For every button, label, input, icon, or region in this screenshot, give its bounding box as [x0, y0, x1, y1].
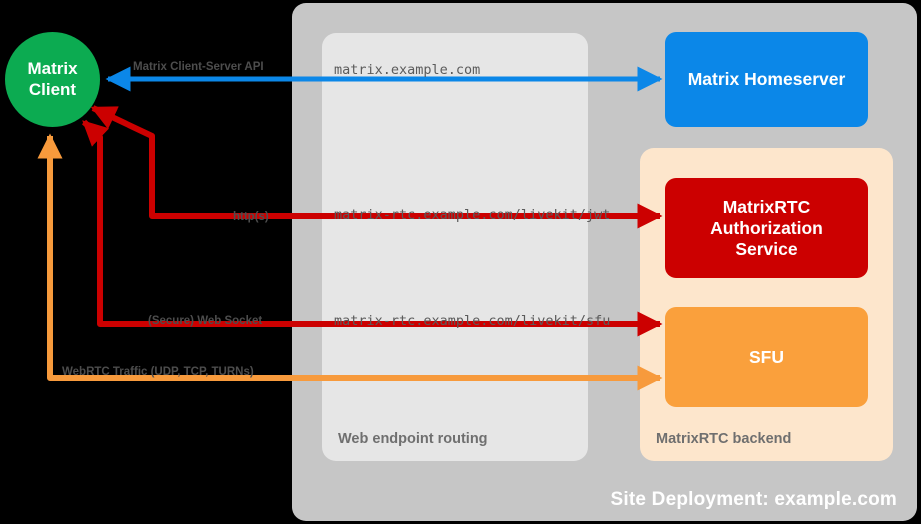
endpoint-livekit-jwt: matrix-rtc.example.com/livekit/jwt — [334, 207, 611, 223]
endpoint-matrix-example-com: matrix.example.com — [334, 62, 481, 78]
sfu-label: SFU — [749, 346, 784, 367]
auth-service-label-line3: Service — [735, 238, 798, 259]
flow-label-http-s: http(s) — [233, 211, 269, 223]
web-endpoint-routing-label: Web endpoint routing — [338, 431, 488, 447]
auth-service-label-line1: MatrixRTC — [722, 196, 811, 217]
site-deployment-label: Site Deployment: example.com — [610, 489, 897, 510]
node-matrixrtc-authorization-service[interactable]: MatrixRTC Authorization Service — [665, 178, 868, 278]
auth-service-label-line2: Authorization — [710, 217, 823, 238]
flow-label-web-socket: (Secure) Web Socket — [148, 315, 263, 327]
node-sfu[interactable]: SFU — [665, 307, 868, 407]
flow-label-webrtc-traffic: WebRTC Traffic (UDP, TCP, TURNs) — [62, 366, 254, 378]
web-endpoint-routing-container: Web endpoint routing — [322, 33, 588, 461]
matrix-homeserver-label: Matrix Homeserver — [687, 69, 846, 89]
endpoint-livekit-sfu: matrix-rtc.example.com/livekit/sfu — [334, 313, 611, 329]
flow-label-client-server-api: Matrix Client-Server API — [133, 61, 264, 73]
node-matrix-homeserver[interactable]: Matrix Homeserver — [665, 32, 868, 127]
node-matrix-client[interactable]: Matrix Client — [5, 32, 100, 127]
matrix-client-label-line1: Matrix — [27, 58, 78, 78]
matrix-client-label-line2: Client — [28, 79, 77, 99]
matrixrtc-backend-label: MatrixRTC backend — [656, 431, 792, 447]
